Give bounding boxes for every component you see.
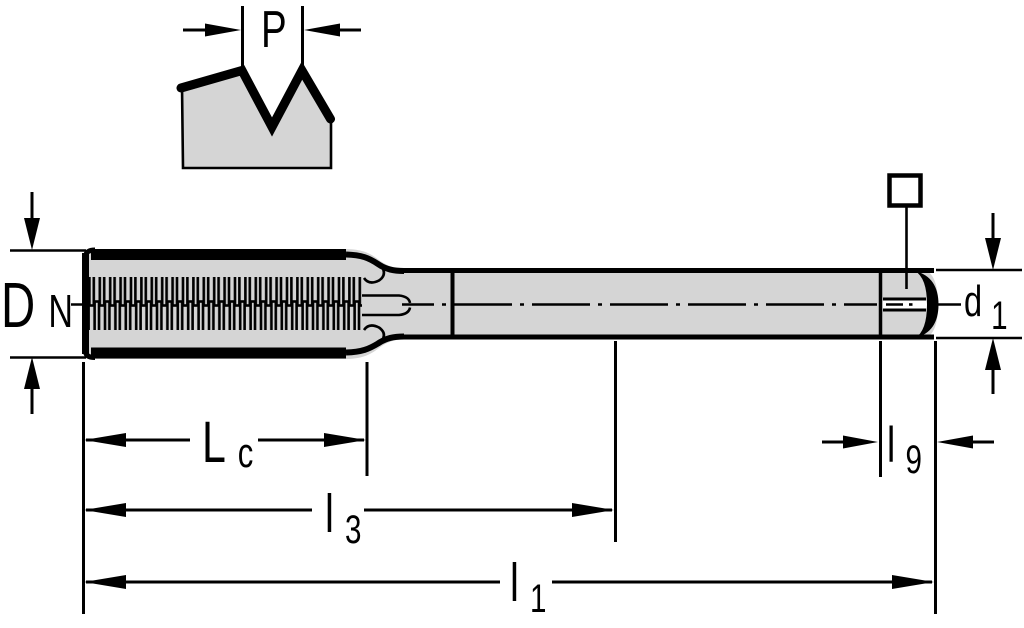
square-length-base: l [887,418,895,474]
shank-diameter-subscript: 1 [991,294,1007,338]
dimension-square-length: l 9 [822,341,994,482]
thread-length-arrowhead-right [572,503,614,517]
square-length-label: l 9 [887,418,922,482]
nominal-diameter-subscript: N [48,285,73,337]
square-symbol-callout [887,173,923,289]
thread-profile-crest-edge [176,61,335,137]
nominal-diameter-arrowhead-bottom [24,357,40,389]
dimension-overall-length: l 1 [84,341,937,621]
square-length-subscript: 9 [906,438,922,482]
flute-runout-bottom-line [362,307,412,317]
neck-top-curve [345,251,405,274]
overall-length-arrowhead-left [84,575,126,589]
flute-runout-top-line [362,294,412,304]
dimension-thread-length: l 3 [84,341,617,552]
thread-texture-band [88,277,362,330]
square-length-arrowhead-left [843,435,878,449]
dimension-nominal-diameter: D N [1,192,88,414]
chamfer-arrowhead-left [84,433,126,447]
flute-runout-bottom-hook [362,324,386,342]
shank-diameter-arrowhead-bottom [985,338,1001,370]
shank-diameter-arrowhead-top [985,238,1001,270]
square-drive-end [878,271,939,339]
thread-length-arrowhead-left [84,503,126,517]
pitch-label: P [261,0,287,58]
overall-length-label: l 1 [510,553,546,621]
thread-profile-detail: P [176,0,361,170]
overall-length-arrowhead-right [892,575,934,589]
shank-diameter-base: d [964,277,982,326]
thread-front-corners [83,247,96,360]
flute-runout-top-hook [362,266,386,284]
chamfer-length-subscript: c [238,429,254,476]
pitch-arrowhead-left [205,23,241,37]
overall-length-base: l [510,553,519,613]
thread-length-subscript: 3 [345,508,361,552]
chamfer-length-base: L [202,410,226,475]
chamfer-length-label: L c [202,410,253,476]
square-center-gap [882,300,932,309]
square-length-arrowhead-right [937,435,973,449]
thread-length-label: l 3 [325,484,361,552]
shank-diameter-label: d 1 [964,277,1008,338]
nominal-diameter-label: D N [1,269,73,341]
nominal-diameter-base: D [1,269,35,341]
shank-end-cap [915,271,939,338]
nominal-diameter-arrowhead-top [24,218,40,250]
pitch-label-text: P [261,0,287,58]
square-drive-symbol-icon [887,173,923,208]
pitch-arrowhead-right [304,23,340,37]
dimension-shank-diameter: d 1 [936,213,1022,394]
neck-bottom-curve [345,333,405,356]
dimension-chamfer-length: L c [82,362,369,614]
overall-length-subscript: 1 [530,577,546,621]
chamfer-arrowhead-right [324,433,366,447]
thread-length-base: l [325,484,334,544]
